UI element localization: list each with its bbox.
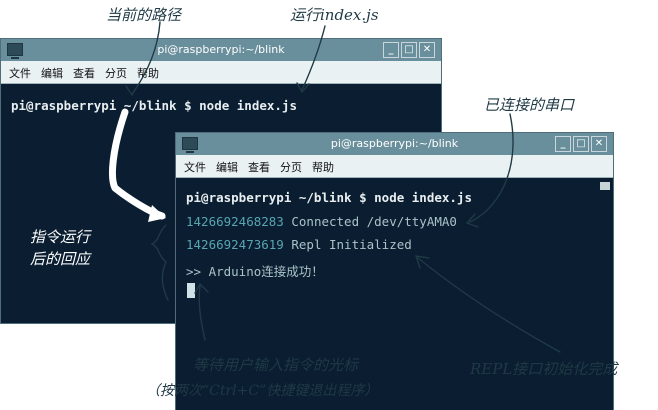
- arrow-cursor: [198, 285, 206, 341]
- log-line-connected: 1426692468283 Connected /dev/ttyAMA0: [186, 214, 457, 229]
- timestamp: 1426692468283: [186, 214, 284, 229]
- annotation-current-path: 当前的路径: [106, 6, 182, 24]
- arrow-head: [465, 213, 479, 228]
- repl-output-line: >> Arduino连接成功！: [186, 264, 324, 279]
- menu-file[interactable]: 文件: [9, 67, 31, 80]
- menu-edit[interactable]: 编辑: [216, 161, 238, 174]
- menu-edit[interactable]: 编辑: [41, 67, 63, 80]
- menu-file[interactable]: 文件: [184, 161, 206, 174]
- arrow-head: [296, 82, 310, 94]
- prompt-text: pi@raspberrypi: [11, 98, 117, 113]
- arrow-run-file: [301, 25, 326, 91]
- close-button[interactable]: ✕: [419, 42, 435, 58]
- arrow-head: [194, 282, 209, 294]
- front-terminal-window[interactable]: pi@raspberrypi:~/blink _ □ ✕ 文件 编辑 查看 分页…: [175, 132, 614, 410]
- big-arrow-command: [108, 108, 166, 220]
- annotation-run-file: 运行index.js: [290, 6, 379, 24]
- front-window-title: pi@raspberrypi:~/blink: [330, 137, 459, 150]
- timestamp: 1426692473619: [186, 237, 284, 252]
- log-message: Repl Initialized: [283, 237, 412, 252]
- menu-view[interactable]: 查看: [73, 67, 95, 80]
- annotation-response-1: 指令运行: [30, 228, 91, 246]
- annotation-serial-port: 已连接的串口: [484, 96, 575, 114]
- menu-help[interactable]: 帮助: [312, 161, 334, 174]
- front-command-line: pi@raspberrypi ~/blink $ node index.js: [186, 190, 472, 205]
- close-button[interactable]: ✕: [591, 136, 607, 152]
- log-line-repl: 1426692473619 Repl Initialized: [186, 237, 412, 252]
- back-title-bar[interactable]: pi@raspberrypi:~/blink _ □ ✕: [1, 39, 441, 61]
- maximize-button[interactable]: □: [573, 136, 589, 152]
- back-window-title: pi@raspberrypi:~/blink: [157, 43, 285, 56]
- annotation-cursor-hint-1: 等待用户输入指令的光标: [193, 356, 359, 374]
- menu-view[interactable]: 查看: [248, 161, 270, 174]
- front-title-bar[interactable]: pi@raspberrypi:~/blink _ □ ✕: [176, 133, 613, 155]
- arrow-head: [125, 84, 139, 97]
- terminal-cursor: [187, 283, 195, 298]
- front-menu-bar: 文件 编辑 查看 分页 帮助: [176, 155, 613, 178]
- menu-tabs[interactable]: 分页: [280, 161, 302, 174]
- terminal-icon: [7, 43, 23, 59]
- menu-tabs[interactable]: 分页: [105, 67, 127, 80]
- back-terminal-body[interactable]: pi@raspberrypi ~/blink $ node index.js: [1, 84, 441, 323]
- log-message: Connected /dev/ttyAMA0: [283, 214, 457, 229]
- annotation-repl-ready: REPL接口初始化完成: [470, 360, 618, 378]
- command-text: ~/blink $ node index.js: [116, 98, 297, 113]
- response-brace: [150, 224, 169, 301]
- back-menu-bar: 文件 编辑 查看 分页 帮助: [1, 61, 441, 84]
- minimize-button[interactable]: _: [555, 136, 571, 152]
- arrow-head: [414, 255, 430, 269]
- front-terminal-body[interactable]: pi@raspberrypi ~/blink $ node index.js 1…: [176, 178, 613, 410]
- maximize-button[interactable]: □: [401, 42, 417, 58]
- scrollbar[interactable]: [600, 182, 610, 190]
- terminal-icon: [182, 137, 198, 153]
- back-command-line: pi@raspberrypi ~/blink $ node index.js: [11, 98, 297, 113]
- prompt-text: pi@raspberrypi: [186, 190, 292, 205]
- command-text: ~/blink $ node index.js: [291, 190, 472, 205]
- arrow-serial-port: [469, 113, 514, 223]
- annotation-cursor-hint-2: （按两次“Ctrl+C”快捷键退出程序）: [146, 383, 379, 399]
- big-arrow-head: [148, 205, 166, 222]
- arrow-repl-ready: [417, 257, 561, 353]
- annotation-response-2: 后的回应: [30, 250, 91, 268]
- arrow-current-path: [131, 21, 161, 95]
- minimize-button[interactable]: _: [383, 42, 399, 58]
